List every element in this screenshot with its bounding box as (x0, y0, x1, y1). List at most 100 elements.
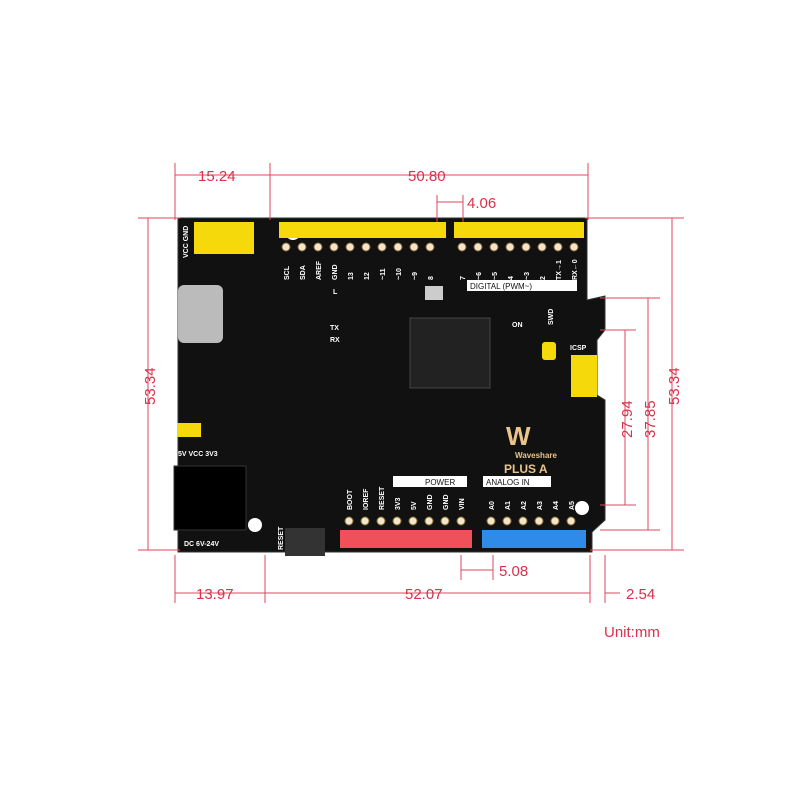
pin-hole (344, 516, 354, 526)
pin-label: A2 (521, 501, 528, 510)
dim-right-b: 37.85 (642, 400, 659, 438)
pin-hole (457, 242, 467, 252)
pin-hole (537, 242, 547, 252)
mount-hole (575, 501, 589, 515)
pin-label: SCL (284, 265, 291, 280)
dimension-lines (138, 163, 684, 603)
pin-hole (553, 242, 563, 252)
pin-hole (569, 242, 579, 252)
pin-hole (424, 516, 434, 526)
pin-hole (393, 242, 403, 252)
pin-label: A0 (489, 501, 496, 510)
dim-top-left: 15.24 (198, 168, 236, 185)
unit-label: Unit:mm (604, 624, 660, 641)
digital-label: DIGITAL (PWM~) (470, 282, 532, 291)
pin-label: 13 (348, 272, 355, 280)
pin-label: ~6 (476, 272, 483, 280)
pin-label: A4 (553, 501, 560, 510)
pin-label: AREF (316, 260, 323, 280)
pin-hole (518, 516, 528, 526)
digital-header-right (454, 222, 584, 238)
pin-label: 7 (460, 276, 467, 280)
pin-hole (345, 242, 355, 252)
pin-hole (521, 242, 531, 252)
pin-hole (440, 516, 450, 526)
pin-hole (456, 516, 466, 526)
l-label: L (333, 289, 338, 296)
analog-header (482, 530, 586, 548)
pin-label: 5V (411, 501, 418, 510)
pin-label: IOREF (363, 488, 370, 510)
pin-hole (329, 242, 339, 252)
pin-label: SDA (300, 265, 307, 280)
pin-hole (361, 242, 371, 252)
vcc-gnd-header (194, 222, 254, 254)
dim-left-height: 53.34 (142, 367, 159, 405)
pin-hole (392, 516, 402, 526)
power-label-box (393, 476, 467, 487)
brand-label: Waveshare (515, 451, 558, 460)
dim-bottom-left: 13.97 (196, 586, 234, 603)
pin-hole (566, 516, 576, 526)
pin-hole (297, 242, 307, 252)
pin-label: GND (332, 264, 339, 280)
pin-label: A1 (505, 501, 512, 510)
pin-label: GND (443, 494, 450, 510)
swd-label: SWD (548, 309, 555, 325)
pin-label: 12 (364, 272, 371, 280)
icsp-label: ICSP (570, 345, 587, 352)
voltage-jumper[interactable] (177, 423, 201, 437)
dim-pin-gap: 4.06 (467, 195, 496, 212)
pin-hole (408, 516, 418, 526)
pin-label: 8 (428, 276, 435, 280)
mount-hole (248, 518, 262, 532)
pin-hole (377, 242, 387, 252)
pin-hole (489, 242, 499, 252)
pin-hole (313, 242, 323, 252)
pin-hole (376, 516, 386, 526)
pin-label: RESET (379, 486, 386, 510)
pin-hole (505, 242, 515, 252)
pin-label: GND (427, 494, 434, 510)
jumper-label: 5V VCC 3V3 (178, 451, 218, 458)
pin-hole (486, 516, 496, 526)
mcu-chip (409, 317, 491, 389)
icsp-header (571, 355, 597, 397)
reset-button[interactable] (285, 528, 325, 556)
pin-hole (502, 516, 512, 526)
dim-analog-pitch: 5.08 (499, 563, 528, 580)
pin-hole (534, 516, 544, 526)
pin-label: RX←0 (572, 259, 579, 280)
vcc-gnd-label: VCC GND (183, 226, 190, 258)
pin-hole (360, 516, 370, 526)
model-label: PLUS A (504, 462, 548, 476)
pin-label: VIN (459, 498, 466, 510)
dc-jack (173, 465, 247, 531)
dim-right-height: 53.34 (666, 367, 683, 405)
usb-c-port (178, 285, 223, 343)
digital-label-box (467, 280, 577, 291)
analog-label: ANALOG IN (486, 478, 530, 487)
dim-bottom-main: 52.07 (405, 586, 443, 603)
pin-label: A3 (537, 501, 544, 510)
dim-right-a: 27.94 (619, 400, 636, 438)
pin-label: ~9 (412, 272, 419, 280)
pin-hole (425, 242, 435, 252)
power-header (340, 530, 472, 548)
on-label: ON (512, 322, 523, 329)
pin-label: BOOT (347, 489, 354, 510)
dc-label: DC 6V-24V (184, 541, 219, 548)
rx-label: RX (330, 337, 340, 344)
pin-hole (550, 516, 560, 526)
waveshare-logo: W (506, 421, 531, 451)
dim-bottom-right: 2.54 (626, 586, 655, 603)
pin-label: 2 (540, 276, 547, 280)
pin-label: ~3 (524, 272, 531, 280)
pin-hole (409, 242, 419, 252)
digital-header-left (279, 222, 446, 238)
pin-label: 3V3 (395, 497, 402, 510)
reset-label: RESET (278, 526, 285, 550)
pin-label: ~11 (380, 268, 387, 280)
